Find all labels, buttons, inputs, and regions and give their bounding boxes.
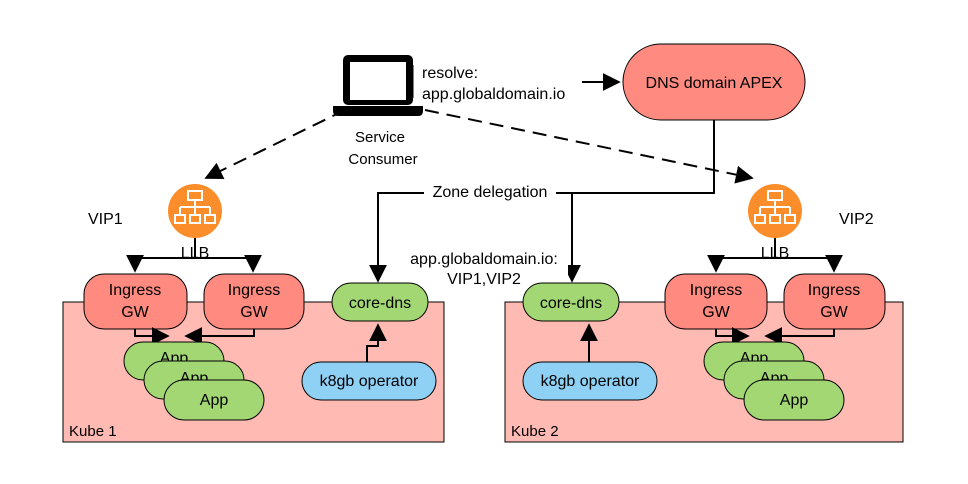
- dns-domain-apex-label: DNS domain APEX: [646, 75, 783, 92]
- ingress-2b-to-app-arrow: [764, 327, 835, 345]
- zone-delegation-label-bg: [424, 180, 556, 202]
- core-dns-1: [331, 282, 429, 322]
- operator-1-to-core-dns-arrow: [366, 323, 387, 362]
- load-balancer-icon-2: [748, 184, 802, 238]
- llb-2-branch-left: [707, 254, 775, 273]
- app-1c-label: App: [200, 392, 229, 409]
- core-dns-2-label: core-dns: [540, 295, 602, 312]
- resolve-domain-label: app.globaldomain.io: [422, 86, 565, 103]
- cluster-kube-1-label: Kube 1: [69, 423, 117, 440]
- dashed-arrow-to-llb-2: [424, 109, 754, 184]
- app-2c-label: App: [780, 392, 809, 409]
- load-balancer-icon-1: [168, 184, 222, 238]
- resolve-label: resolve:: [422, 65, 478, 82]
- llb-2-branch-right: [775, 254, 843, 273]
- k8gb-operator-1: [301, 361, 437, 401]
- app-2c: [743, 379, 845, 421]
- zone-delegation-label: Zone delegation: [433, 184, 548, 201]
- vip2-label: VIP2: [839, 211, 874, 228]
- ingress-gw-2b-label: Ingress: [808, 282, 860, 299]
- laptop-icon: [333, 55, 423, 116]
- llb-1-branch-right: [195, 254, 262, 273]
- cluster-kube-2-label: Kube 2: [511, 423, 559, 440]
- ingress-1b-to-app-arrow: [184, 327, 255, 345]
- ingress-gw-1b-label-2: GW: [240, 304, 268, 321]
- record-label: app.globaldomain.io:: [410, 251, 558, 268]
- ingress-gw-2a-label-2: GW: [702, 304, 730, 321]
- ingress-2a-to-app-arrow: [715, 327, 750, 345]
- ingress-gw-1b-label: Ingress: [228, 282, 280, 299]
- ingress-1a-to-app-arrow: [134, 327, 170, 345]
- k8gb-operator-1-label: k8gb operator: [320, 373, 419, 390]
- ingress-gw-1a-label-2: GW: [121, 304, 149, 321]
- vip1-label: VIP1: [88, 211, 123, 228]
- k8gb-operator-2-label: k8gb operator: [541, 373, 640, 390]
- core-dns-1-label: core-dns: [349, 295, 411, 312]
- service-consumer-label: Service: [355, 129, 405, 146]
- ingress-gw-2b-label-2: GW: [820, 304, 848, 321]
- service-consumer-label-2: Consumer: [348, 151, 417, 168]
- llb-1-branch-left: [126, 254, 195, 273]
- k8gb-operator-2: [522, 361, 658, 401]
- record-label-bg: [400, 246, 568, 288]
- record-label-2: VIP1,VIP2: [447, 271, 521, 288]
- dashed-arrow-to-llb-1: [204, 109, 346, 179]
- ingress-gw-2a-label: Ingress: [690, 282, 742, 299]
- app-1c: [163, 379, 265, 421]
- ingress-gw-1a-label: Ingress: [109, 282, 161, 299]
- core-dns-2: [522, 282, 620, 322]
